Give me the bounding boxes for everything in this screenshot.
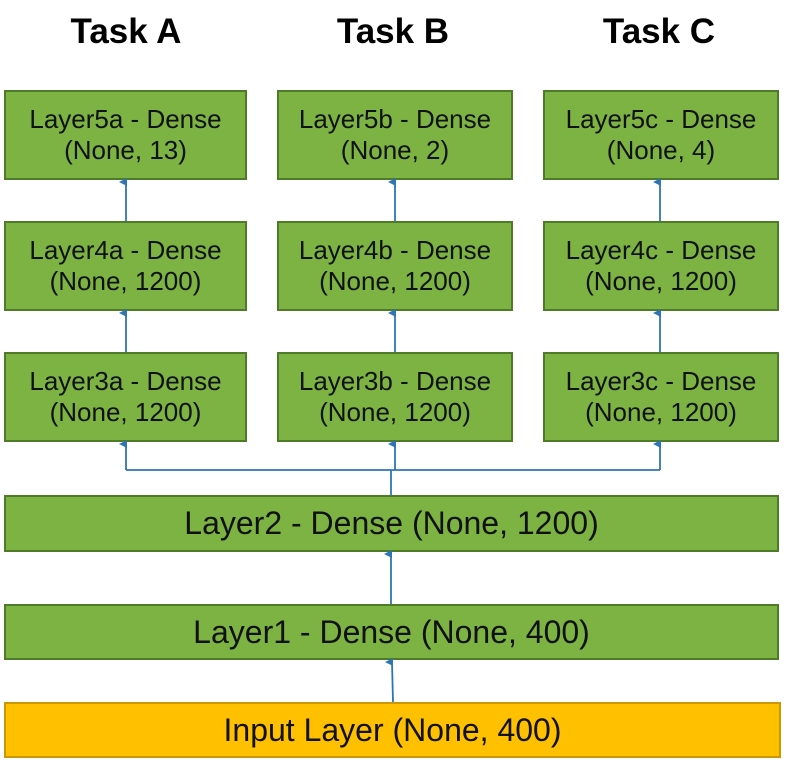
layer3b-box: Layer3b - Dense (None, 1200)	[277, 352, 513, 442]
layer3c-shape: (None, 1200)	[585, 397, 737, 427]
layer4a-box: Layer4a - Dense (None, 1200)	[4, 221, 247, 311]
task-b-title: Task B	[336, 12, 450, 51]
layer4b-name: Layer4b - Dense	[298, 235, 492, 265]
layer4c-shape: (None, 1200)	[585, 266, 737, 296]
layer3c-name: Layer3c - Dense	[565, 366, 757, 396]
layer4b-box: Layer4b - Dense (None, 1200)	[277, 221, 513, 311]
layer1-box: Layer1 - Dense (None, 400)	[4, 604, 779, 660]
layer5b-name: Layer5b - Dense	[298, 104, 492, 134]
layer3c-box: Layer3c - Dense (None, 1200)	[543, 352, 779, 442]
layer5c-name: Layer5c - Dense	[565, 104, 757, 134]
layer4a-name: Layer4a - Dense	[29, 235, 222, 265]
layer3a-name: Layer3a - Dense	[29, 366, 222, 396]
task-a-title: Task A	[70, 12, 182, 51]
arrow-input-to-layer1	[385, 657, 394, 703]
layer2-box: Layer2 - Dense (None, 1200)	[4, 495, 779, 552]
layer4c-name: Layer4c - Dense	[565, 235, 757, 265]
task-c-title: Task C	[602, 12, 716, 51]
layer5a-name: Layer5a - Dense	[29, 104, 222, 134]
layer5b-shape: (None, 2)	[340, 135, 450, 165]
layer4b-shape: (None, 1200)	[319, 266, 471, 296]
input-layer-label: Input Layer (None, 400)	[223, 711, 562, 748]
layer5c-shape: (None, 4)	[606, 135, 716, 165]
layer5a-shape: (None, 13)	[64, 135, 187, 165]
layer3b-shape: (None, 1200)	[319, 397, 471, 427]
layer3b-name: Layer3b - Dense	[298, 366, 492, 396]
layer5c-box: Layer5c - Dense (None, 4)	[543, 90, 779, 180]
layer2-label: Layer2 - Dense (None, 1200)	[184, 505, 599, 541]
layer5b-box: Layer5b - Dense (None, 2)	[277, 90, 513, 180]
layer1-label: Layer1 - Dense (None, 400)	[193, 613, 590, 650]
layer4a-shape: (None, 1200)	[49, 266, 202, 296]
input-layer-box: Input Layer (None, 400)	[4, 702, 781, 758]
layer4c-box: Layer4c - Dense (None, 1200)	[543, 221, 779, 311]
layer3a-shape: (None, 1200)	[49, 397, 202, 427]
